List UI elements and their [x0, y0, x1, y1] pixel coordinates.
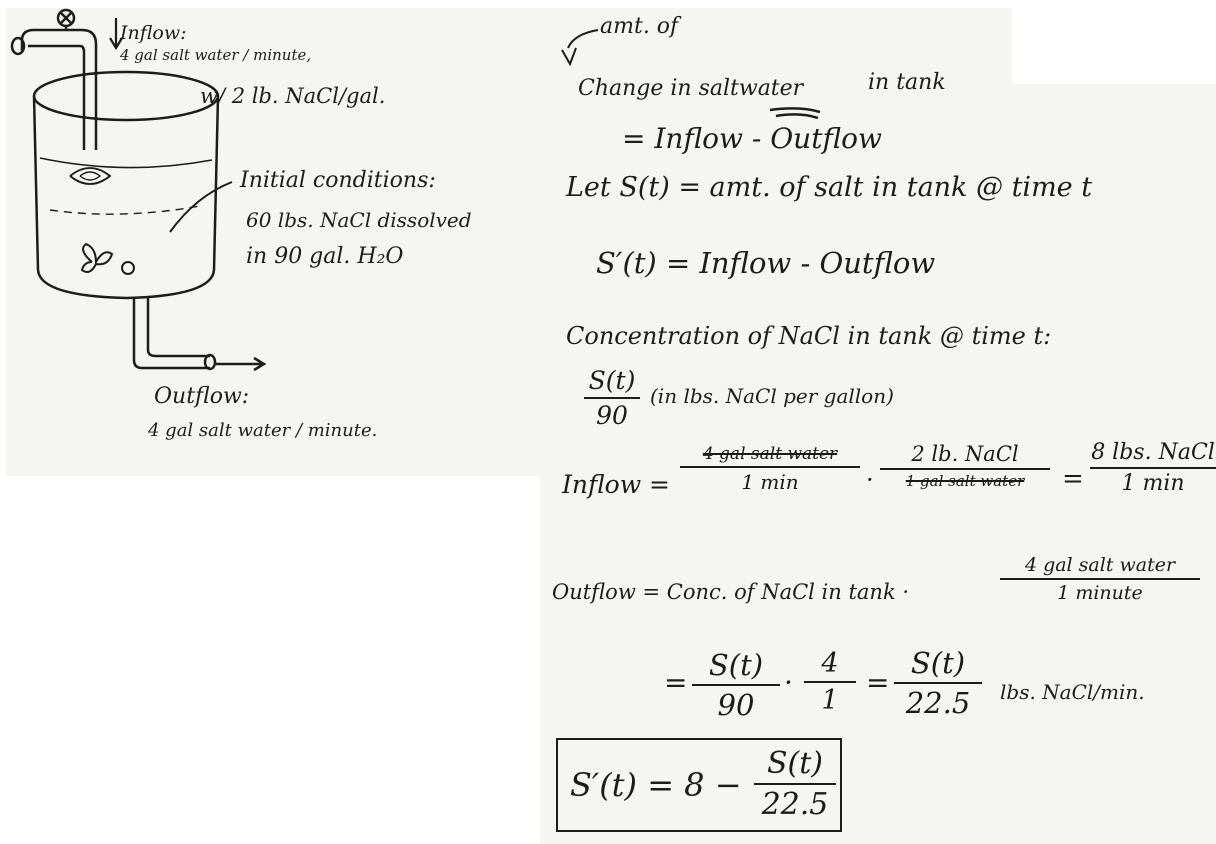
change-line-tail: in tank	[868, 70, 946, 95]
outflow-step-denominator-2: 1	[821, 685, 839, 716]
final-equation-lhs: S′(t) = 8 −	[570, 766, 742, 804]
inflow-fraction-3-numerator: 8 lbs. NaCl	[1091, 440, 1215, 465]
let-definition: Let S(t) = amt. of salt in tank @ time t	[566, 172, 1093, 203]
outflow-step-fraction-1: S(t) 90	[692, 648, 780, 722]
inflow-minus-outflow: = Inflow - Outflow	[622, 122, 882, 155]
inflow-fraction-2-denominator: 1 gal salt water	[905, 472, 1025, 490]
inflow-fraction-3-denominator: 1 min	[1121, 471, 1185, 496]
outflow-pipe-icon	[132, 298, 267, 372]
concentration-denominator: 90	[596, 401, 628, 430]
outflow-unit: lbs. NaCl/min.	[1000, 680, 1145, 704]
outflow-step-denominator-3: 22.5	[905, 686, 971, 720]
outflow-fraction-denominator: 1 minute	[1057, 582, 1143, 604]
outflow-rate: 4 gal salt water / minute.	[148, 420, 378, 441]
outflow-step-fraction-2: 4 1	[804, 648, 856, 716]
outflow-step-numerator-3: S(t)	[910, 646, 966, 680]
amt-of-annotation: amt. of	[600, 14, 679, 39]
outflow-label: Outflow = Conc. of NaCl in tank ·	[552, 580, 910, 604]
change-line: Change in saltwater	[578, 76, 804, 101]
inflow-rate: 4 gal salt water / minute,	[120, 46, 312, 64]
concentration-fraction: S(t) 90	[584, 366, 640, 430]
inflow-dot-1: ·	[866, 466, 874, 494]
outflow-equals-1: =	[664, 666, 688, 699]
concentration-numerator: S(t)	[588, 366, 636, 395]
outflow-step-numerator-1: S(t)	[708, 648, 764, 682]
outflow-step-numerator-2: 4	[821, 648, 839, 679]
outflow-fraction-numerator: 4 gal salt water	[1024, 554, 1176, 576]
inflow-equals: =	[1062, 464, 1084, 494]
inflow-fraction-1-numerator: 4 gal salt water	[702, 444, 838, 464]
outflow-title: Outflow:	[154, 384, 250, 409]
initial-conditions-line2: in 90 gal. H₂O	[246, 244, 404, 269]
final-equation-fraction: S(t) 22.5	[754, 746, 836, 822]
initial-conditions-line1: 60 lbs. NaCl dissolved	[246, 208, 472, 232]
mixer-icon	[80, 242, 135, 275]
outflow-fraction: 4 gal salt water 1 minute	[1000, 554, 1200, 604]
faucet-icon	[10, 8, 98, 150]
inflow-arrow-icon	[109, 18, 123, 51]
inflow-label: Inflow =	[562, 470, 670, 499]
inflow-fraction-2: 2 lb. NaCl 1 gal salt water	[880, 442, 1050, 490]
outflow-dot: ·	[784, 666, 793, 699]
inflow-fraction-2-numerator: 2 lb. NaCl	[911, 442, 1019, 466]
initial-conditions-title: Initial conditions:	[240, 168, 436, 193]
inflow-fraction-3: 8 lbs. NaCl 1 min	[1090, 440, 1216, 496]
tank-icon	[32, 70, 220, 300]
final-equation-box: S′(t) = 8 − S(t) 22.5	[556, 738, 842, 832]
outflow-equals-2: =	[866, 666, 890, 699]
pointer-line	[169, 29, 821, 233]
inflow-fraction-1: 4 gal salt water 1 min	[680, 444, 860, 494]
inflow-concentration: w/ 2 lb. NaCl/gal.	[200, 84, 386, 108]
sprime-equation: S′(t) = Inflow - Outflow	[596, 246, 936, 280]
final-equation-numerator: S(t)	[766, 746, 823, 781]
outflow-step-denominator-1: 90	[717, 688, 755, 722]
outflow-step-fraction-3: S(t) 22.5	[894, 646, 982, 720]
right-note-sheet	[540, 84, 1216, 844]
concentration-unit: (in lbs. NaCl per gallon)	[650, 384, 894, 408]
final-equation-denominator: 22.5	[761, 787, 829, 822]
inflow-title: Inflow:	[120, 22, 187, 44]
concentration-line: Concentration of NaCl in tank @ time t:	[566, 322, 1052, 350]
inflow-fraction-1-denominator: 1 min	[741, 470, 799, 494]
